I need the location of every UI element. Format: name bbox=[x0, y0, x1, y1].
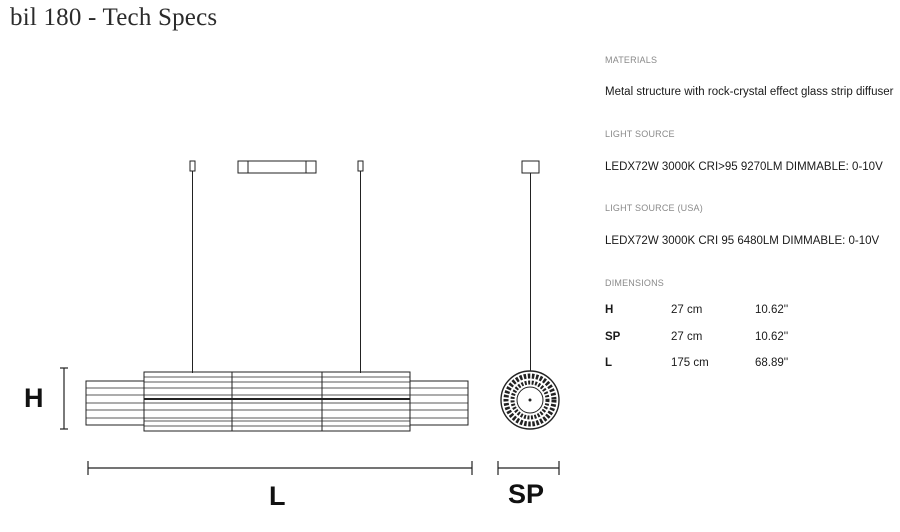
dimension-name: H bbox=[605, 304, 614, 316]
length-dimension-line bbox=[87, 461, 473, 475]
light-source-usa-label: LIGHT SOURCE (USA) bbox=[605, 203, 703, 213]
dimension-imperial: 10.62'' bbox=[755, 304, 789, 316]
depth-label: SP bbox=[508, 479, 545, 509]
lamp-side-view bbox=[500, 160, 560, 430]
light-source-value: LEDX72W 3000K CRI>95 9270LM DIMMABLE: 0-… bbox=[605, 161, 883, 173]
light-source-usa-value: LEDX72W 3000K CRI 95 6480LM DIMMABLE: 0-… bbox=[605, 235, 880, 247]
dimension-imperial: 68.89'' bbox=[755, 357, 789, 369]
ceiling-canopy bbox=[237, 160, 317, 174]
height-label: H bbox=[24, 383, 44, 413]
lamp-body-front-view bbox=[85, 371, 469, 432]
dimension-name: L bbox=[605, 357, 613, 369]
materials-value: Metal structure with rock-crystal effect… bbox=[605, 86, 894, 98]
light-source-label: LIGHT SOURCE bbox=[605, 129, 675, 139]
dimension-metric: 175 cm bbox=[671, 357, 709, 369]
dimensions-label: DIMENSIONS bbox=[605, 278, 665, 288]
dimension-name: SP bbox=[605, 331, 621, 343]
dimension-imperial: 10.62'' bbox=[755, 331, 789, 343]
dimension-metric: 27 cm bbox=[671, 304, 703, 316]
page-title: bil 180 - Tech Specs bbox=[10, 4, 218, 31]
materials-label: MATERIALS bbox=[605, 55, 658, 65]
suspension-cable-right bbox=[357, 160, 364, 373]
length-label: L bbox=[269, 481, 286, 511]
dimension-metric: 27 cm bbox=[671, 331, 703, 343]
suspension-cable-left bbox=[189, 160, 196, 373]
height-dimension-line bbox=[60, 367, 68, 430]
depth-dimension-line bbox=[497, 461, 560, 475]
